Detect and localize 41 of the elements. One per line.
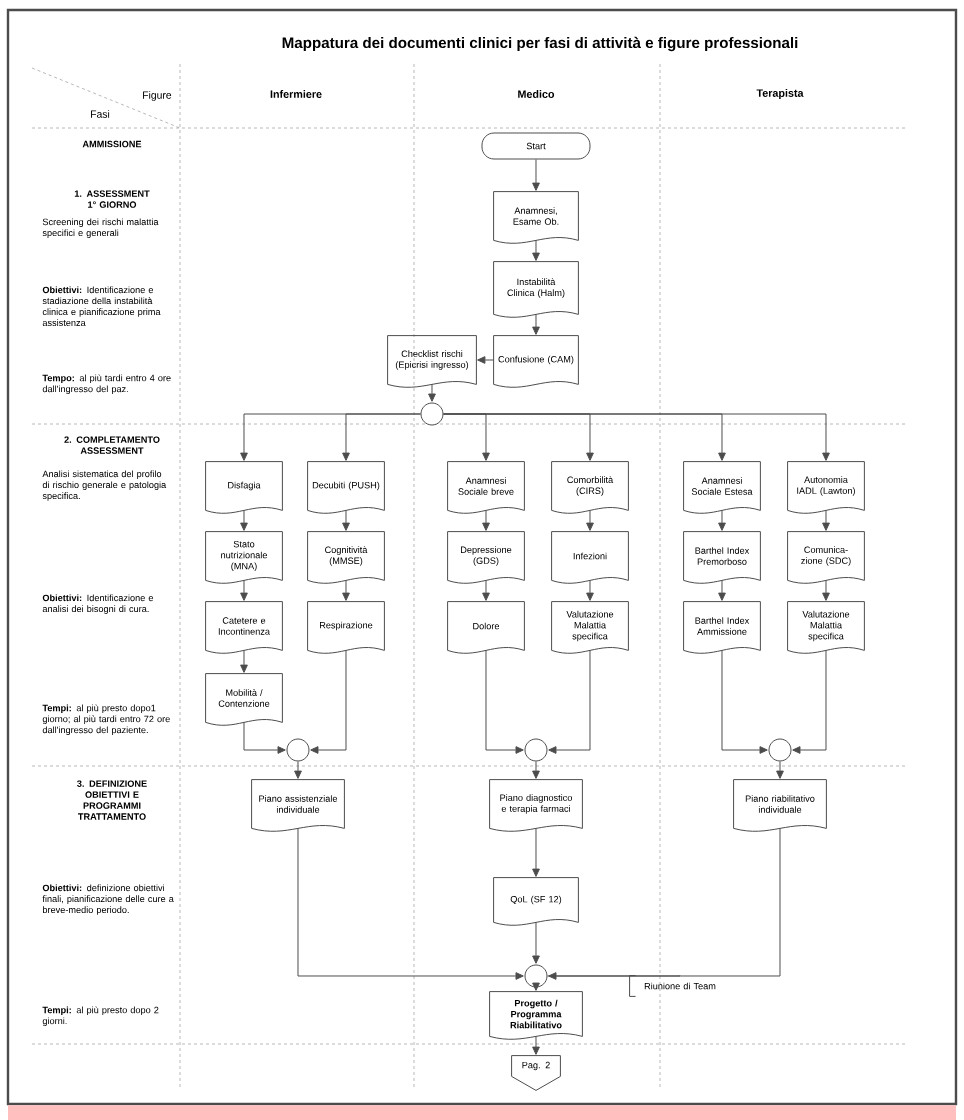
arrow	[482, 509, 490, 531]
arrow	[294, 761, 302, 779]
arrow	[342, 413, 421, 461]
arrow	[822, 509, 830, 531]
arrow	[532, 761, 540, 779]
arrow	[477, 356, 495, 364]
arrow	[243, 721, 286, 754]
arrow	[718, 579, 726, 601]
junction-circle	[768, 738, 792, 762]
junction-circle	[524, 738, 548, 762]
arrow	[240, 579, 248, 601]
arrow	[342, 509, 350, 531]
arrow	[718, 509, 726, 531]
arrow	[586, 579, 594, 601]
arrow	[443, 413, 830, 461]
arrow	[485, 649, 524, 754]
arrow	[428, 383, 436, 402]
arrow	[342, 579, 350, 601]
arrow	[532, 239, 540, 261]
arrow	[532, 921, 540, 964]
arrow	[532, 159, 540, 191]
arrow	[586, 509, 594, 531]
arrow	[240, 649, 248, 673]
arrow	[532, 313, 540, 335]
junction-circle	[524, 964, 548, 988]
arrow	[532, 982, 540, 991]
arrow	[548, 827, 781, 980]
arrow	[548, 649, 591, 754]
arrow	[792, 649, 827, 754]
arrow	[297, 827, 524, 980]
arrow	[482, 579, 490, 601]
arrow	[721, 649, 768, 754]
arrow	[310, 649, 347, 754]
arrow	[240, 509, 248, 531]
junction-circle	[286, 738, 310, 762]
arrow	[822, 579, 830, 601]
arrow	[776, 761, 784, 779]
junction-circle	[420, 402, 444, 426]
arrow	[532, 1035, 540, 1055]
arrow	[532, 827, 540, 877]
connector-line	[547, 975, 681, 977]
